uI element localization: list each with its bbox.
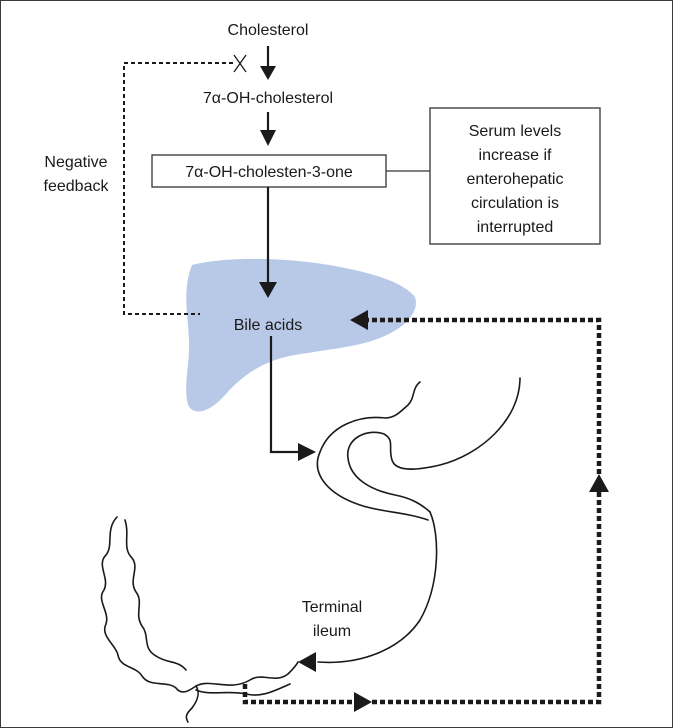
return-path-top <box>368 317 602 474</box>
stomach-greater-curve <box>347 377 521 513</box>
small-intestine <box>317 511 438 664</box>
label-terminal: Terminal <box>302 599 362 616</box>
arrow-bile-head <box>259 282 277 298</box>
label-cholesterol: Cholesterol <box>228 22 309 39</box>
label-bile-acids: Bile acids <box>234 317 302 334</box>
reabsorption-head-right <box>354 692 372 712</box>
inhibition-mark-b <box>233 54 247 73</box>
return-head-left <box>350 310 368 330</box>
serum-line-3: enterohepatic <box>467 171 564 188</box>
bile-to-gut-path <box>269 336 300 454</box>
negative-feedback-path <box>123 62 233 315</box>
bile-to-gut-head <box>298 443 316 461</box>
label-oh-cholesterol: 7α-OH-cholesterol <box>203 90 333 107</box>
stomach-outline-outer <box>316 451 429 521</box>
stomach-outline <box>319 381 421 453</box>
return-head-up <box>589 474 609 492</box>
reabsorption-path <box>242 684 354 705</box>
serum-line-2: increase if <box>479 147 552 164</box>
colon-lower <box>185 685 199 723</box>
colon-outline <box>100 516 299 693</box>
serum-line-4: circulation is <box>471 195 559 212</box>
label-ileum: ileum <box>313 623 351 640</box>
arrow-cholesterol-head <box>260 66 276 80</box>
arrow-oh-cholesterol-head <box>260 130 276 146</box>
label-feedback: feedback <box>44 178 110 195</box>
ileum-arrow-head <box>298 652 316 672</box>
cholestenone-box <box>151 154 387 188</box>
serum-box <box>429 107 601 245</box>
serum-line-5: interrupted <box>477 219 554 236</box>
label-oh-cholestenone: 7α-OH-cholesten-3-one <box>185 164 353 181</box>
return-path-bottom <box>372 492 602 705</box>
colon-inner <box>124 519 187 671</box>
liver-shape <box>186 258 416 412</box>
label-negative: Negative <box>44 154 107 171</box>
serum-line-1: Serum levels <box>469 123 561 140</box>
